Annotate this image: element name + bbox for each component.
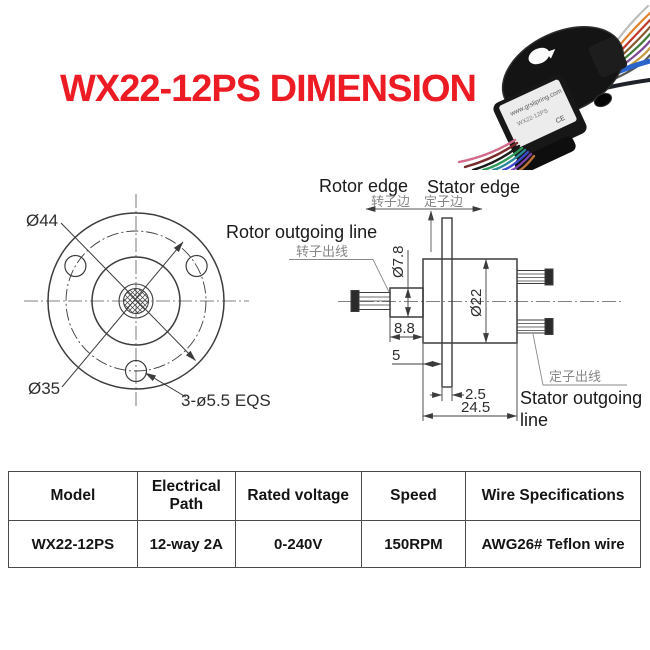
cell-rated-voltage: 0-240V	[234, 520, 362, 568]
stator-outgoing-label-cn: 定子出线	[549, 369, 601, 384]
dim-body-dia: Ø22	[468, 289, 485, 317]
cell-electrical-path: 12-way 2A	[136, 520, 236, 568]
dim-total-length: 24.5	[461, 399, 490, 416]
product-photo: www.grslipring.com WX22-12PS CE	[457, 4, 650, 170]
side-view	[289, 206, 627, 421]
dim-boss-dia: Ø7.8	[390, 245, 407, 278]
rotor-edge-label: Rotor edge	[319, 176, 408, 196]
rotor-boss	[389, 287, 424, 318]
header-wire-specs: Wire Specifications	[465, 471, 641, 521]
holes-leader	[145, 372, 187, 398]
header-electrical-path: Electrical Path	[136, 471, 236, 521]
body-circle	[91, 256, 181, 346]
flange-plate	[441, 217, 453, 388]
dia44-leader	[60, 222, 196, 361]
stator-edge-label: Stator edge	[427, 177, 520, 197]
flange-hole-photo	[528, 47, 550, 65]
header-rated-voltage: Rated voltage	[234, 471, 362, 521]
cell-model: WX22-12PS	[8, 520, 138, 568]
rotor-edge-label-cn: 转子边	[371, 194, 410, 209]
mount-hole-bottom	[124, 359, 148, 383]
stator-wire-bundle-top	[516, 268, 554, 286]
bolt-circle	[65, 230, 207, 372]
dimension-lines	[365, 206, 518, 421]
rotor-outgoing-label-cn: 转子出线	[296, 244, 348, 259]
rotor-outgoing-label: Rotor outgoing line	[226, 222, 377, 242]
spec-table: Model Electrical Path Rated voltage Spee…	[8, 471, 641, 568]
header-model: Model	[8, 471, 138, 521]
stator-outgoing-label-2: line	[520, 410, 548, 430]
shaft-hatched	[123, 288, 149, 314]
mount-hole-right	[185, 254, 208, 278]
front-holes-label: 3-ø5.5 EQS	[181, 391, 271, 410]
body-photo: www.grslipring.com WX22-12PS CE	[493, 74, 587, 170]
page-title: WX22-12PS DIMENSION	[60, 68, 477, 110]
hub-ring	[118, 283, 154, 319]
dim-boss-length: 8.8	[394, 320, 415, 337]
stator-edge-label-cn: 定子边	[424, 194, 463, 209]
header-speed: Speed	[360, 471, 467, 521]
rotor-wire-bundle	[350, 290, 391, 312]
stator-wire-bundle-bottom	[516, 318, 554, 335]
cell-speed: 150RPM	[360, 520, 467, 568]
dim-flange-thickness: 2.5	[465, 386, 486, 403]
leader-lines	[289, 259, 627, 386]
cell-wire-specs: AWG26# Teflon wire	[465, 520, 641, 568]
outer-flange-circle	[47, 212, 225, 390]
front-dia35-label: Ø35	[28, 379, 60, 398]
stator-outgoing-label-1: Stator outgoing	[520, 388, 642, 408]
stator-wires-photo	[457, 138, 536, 170]
dim-flange-offset: 5	[392, 347, 400, 364]
spec-table-data-row: WX22-12PS 12-way 2A 0-240V 150RPM AWG26#…	[8, 520, 641, 568]
dia35-leader	[61, 241, 184, 388]
photo-label-ce: CE	[555, 115, 567, 126]
front-view	[24, 194, 249, 409]
mount-hole-left	[64, 254, 87, 278]
front-dia44-label: Ø44	[26, 211, 58, 230]
spec-table-header-row: Model Electrical Path Rated voltage Spee…	[8, 471, 641, 521]
